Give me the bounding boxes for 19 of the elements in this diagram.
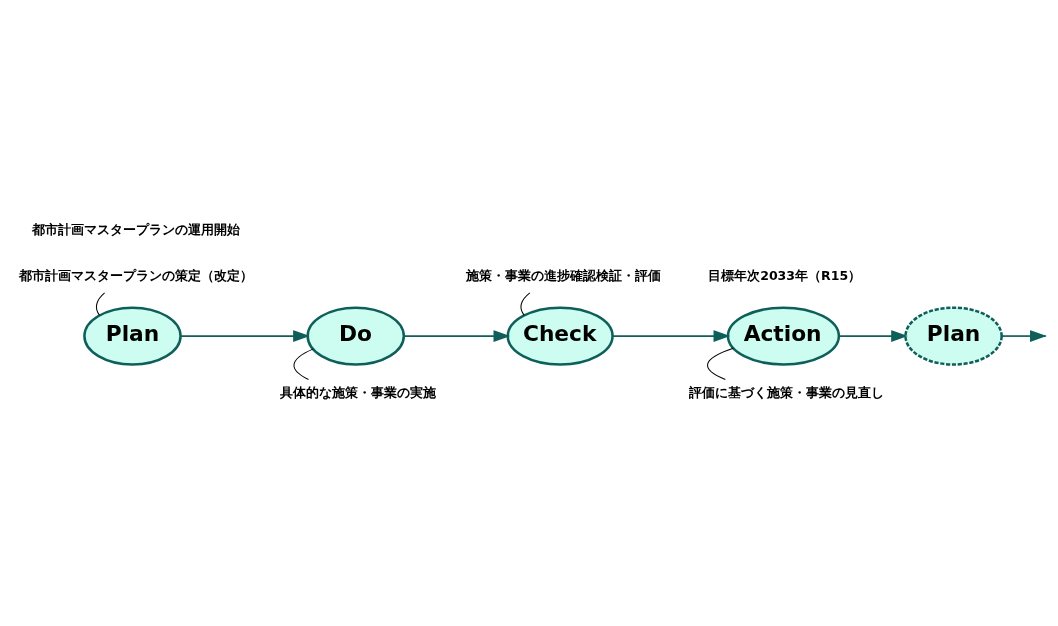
node-ellipse: Do: [306, 305, 406, 366]
node-ellipse: Check: [506, 305, 614, 366]
arrow: [838, 329, 908, 342]
connector: [95, 291, 106, 316]
connector: [707, 347, 734, 380]
node-text: 施策・事業の進捗確認検証・評価: [465, 267, 661, 283]
arrow: [611, 329, 731, 342]
node-ellipse: Plan: [904, 305, 1003, 366]
node-text: 具体的な施策・事業の実施: [280, 384, 437, 400]
arrow: [403, 329, 511, 342]
label: 都市計画マスタープランの運用開始: [31, 221, 240, 237]
arrow: [179, 329, 310, 342]
connector: [293, 348, 314, 380]
node-ellipse: Plan: [83, 305, 182, 366]
label: 目標年次2033年（R15）: [708, 267, 862, 283]
node-text: 都市計画マスタープランの策定（改定）: [19, 267, 254, 283]
node-ellipse: Action: [726, 305, 841, 366]
connector: [520, 291, 531, 316]
node-text: 評価に基づく施策・事業の見直し: [688, 384, 884, 400]
